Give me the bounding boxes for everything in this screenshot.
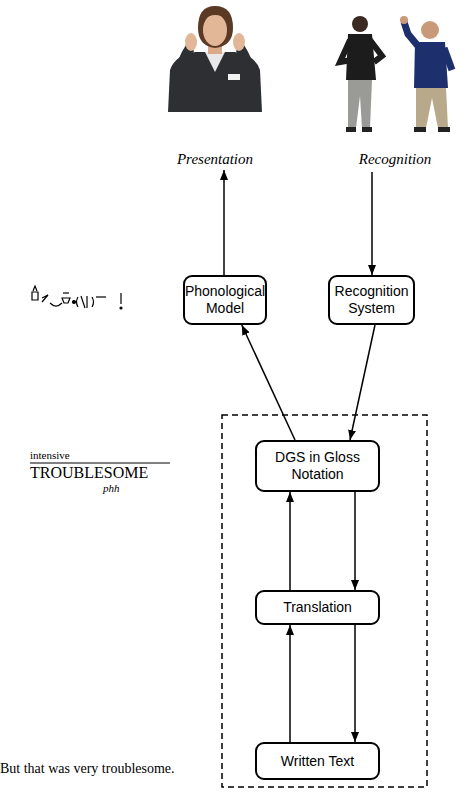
avatar-illustration bbox=[168, 6, 262, 112]
flow-arrow bbox=[242, 325, 295, 440]
flow-arrow bbox=[289, 492, 291, 590]
box-label: Recognition System bbox=[333, 283, 410, 317]
flow-arrow bbox=[354, 492, 356, 590]
text-label: phh bbox=[103, 482, 120, 494]
text-label: intensive bbox=[30, 449, 70, 461]
dashed-frame bbox=[222, 415, 427, 787]
process-box: Written Text bbox=[255, 742, 380, 780]
process-box: Translation bbox=[255, 590, 380, 625]
text-label: Presentation bbox=[177, 151, 253, 168]
hamnosys-notation bbox=[32, 286, 122, 309]
text-label: Recognition bbox=[359, 151, 431, 168]
process-box: DGS in Gloss Notation bbox=[255, 440, 380, 492]
text-label: But that was very troublesome. bbox=[0, 761, 175, 777]
flow-arrow bbox=[350, 325, 375, 440]
input-arrow bbox=[371, 172, 373, 275]
box-label: Translation bbox=[283, 599, 352, 616]
box-label: Written Text bbox=[281, 753, 354, 770]
flow-arrow bbox=[354, 625, 356, 742]
process-box: Recognition System bbox=[328, 275, 415, 325]
box-label: Phonological Model bbox=[185, 283, 265, 317]
output-arrow bbox=[223, 170, 225, 275]
nonmanual-bar bbox=[30, 463, 170, 464]
flow-arrow bbox=[289, 625, 291, 742]
box-label: DGS in Gloss Notation bbox=[260, 449, 375, 483]
text-label: TROUBLESOME bbox=[30, 464, 148, 482]
process-box: Phonological Model bbox=[183, 275, 267, 325]
signers-photo bbox=[340, 16, 452, 132]
